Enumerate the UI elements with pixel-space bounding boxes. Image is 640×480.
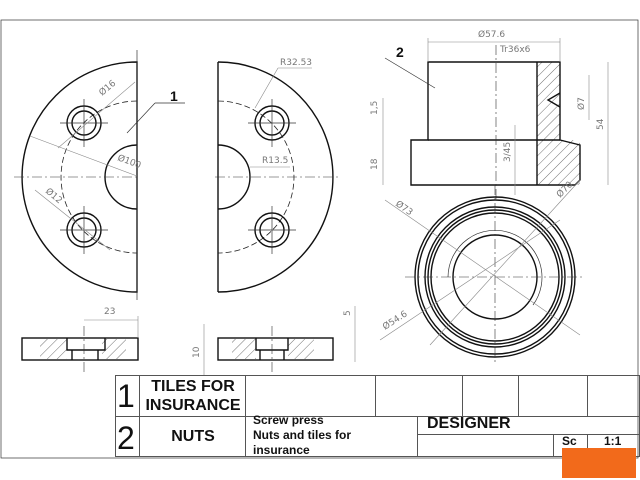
dim-3-45: 3/45 [503,142,513,162]
dim-d576: Ø57.6 [478,29,505,40]
sheet-frame [0,19,639,459]
bolt-hole [248,206,296,254]
plate-left-half-view: Ø16 Ø100 Ø12 1 [14,50,185,300]
description-line-1: Screw press [253,413,324,427]
watermark-logo [562,448,636,478]
dim-5: 5 [343,310,353,316]
nut-top-view: Ø73 Ø54.6 Ø70 [379,179,585,365]
nut-section-view: Ø57.6 Tr36x6 2 1,5 18 3/45 Ø7 54 [370,29,609,200]
description-line-3: insurance [253,443,310,457]
designer-label: DESIGNER [427,415,511,432]
bolt-hole [248,99,296,147]
dim-1-5: 1,5 [370,101,380,115]
description-line-2: Nuts and tiles for [253,428,352,442]
bolt-hole [60,206,108,254]
dim-10: 10 [192,346,202,358]
dim-d546: Ø54.6 [381,308,410,332]
plate-section-left: 23 [21,307,139,372]
plate-right-half-view: R32.53 R13.5 [215,58,340,293]
part-label-1: 1 [170,88,178,104]
scale-value: 1:1 [604,434,622,448]
dim-18: 18 [370,158,380,170]
dim-r3253: R32.53 [280,58,312,68]
dim-d16: Ø16 [97,78,118,99]
dim-tr36x6: Tr36x6 [499,45,531,55]
plate-section-right: 10 5 [192,306,356,376]
row-2-name: NUTS [171,428,215,445]
part-label-2: 2 [396,44,404,60]
row-2-number: 2 [117,420,135,456]
dim-r135: R13.5 [262,156,288,166]
dim-23: 23 [104,307,115,317]
dim-d7: Ø7 [576,97,587,110]
scale-label: Sc [562,434,577,448]
row-1-number: 1 [117,378,135,414]
dim-d12: Ø12 [43,186,64,206]
row-1-name: TILES FOR INSURANCE [145,378,241,414]
dim-d100: Ø100 [116,152,143,171]
bolt-hole [60,99,108,147]
dim-54: 54 [596,118,606,130]
dim-d73: Ø73 [393,198,415,218]
